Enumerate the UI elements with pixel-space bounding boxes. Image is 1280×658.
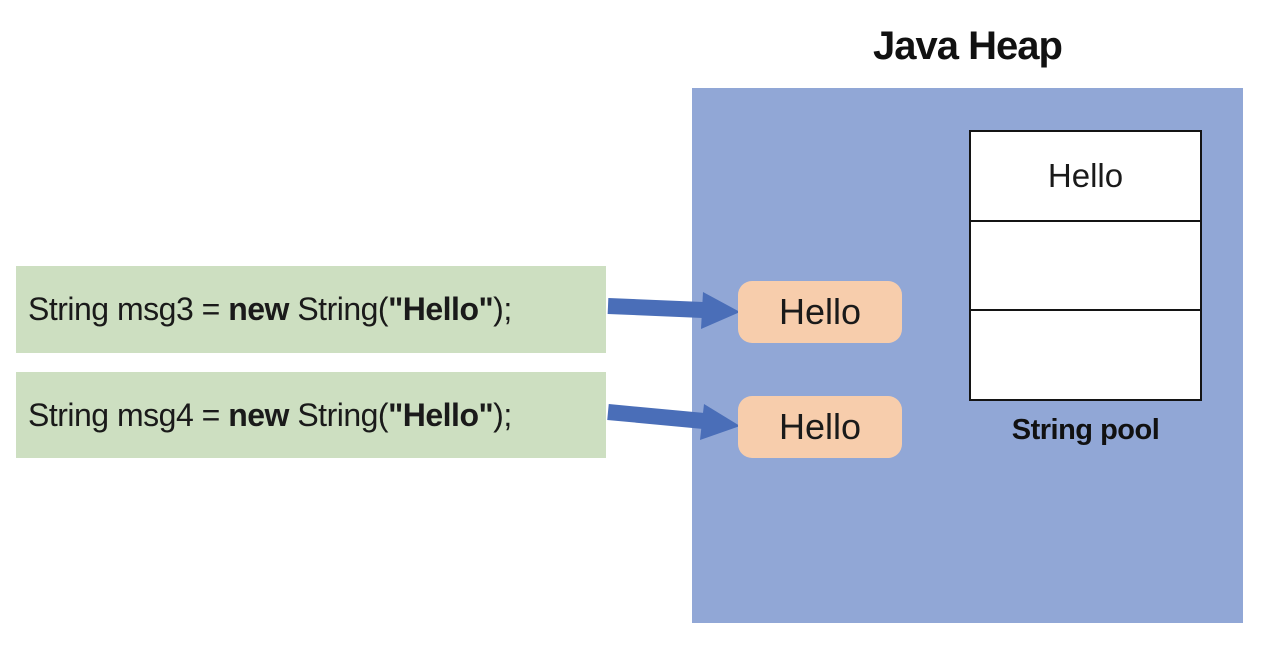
java-heap-title: Java Heap xyxy=(873,24,1063,68)
code-segment: ); xyxy=(493,291,512,327)
code-segment: ); xyxy=(493,396,512,433)
code-segment: String msg3 = xyxy=(28,291,229,327)
code-segment-string-literal: "Hello" xyxy=(388,291,494,327)
code-segment: String( xyxy=(288,291,389,327)
heap-object-value: Hello xyxy=(778,291,862,332)
code-segment: String( xyxy=(288,396,389,433)
heap-string-object-1: Hello xyxy=(738,281,902,343)
code-segment: String msg4 = xyxy=(28,396,229,433)
code-segment-string-literal: "Hello" xyxy=(388,396,494,433)
code-statement-msg3: String msg3 = new String("Hello"); xyxy=(16,266,606,353)
code-statement-msg4: String msg4 = new String("Hello"); xyxy=(16,372,606,458)
heap-string-object-2: Hello xyxy=(738,396,902,458)
arrow-shaft xyxy=(607,404,705,429)
string-pool-row-1: Hello xyxy=(971,132,1200,222)
string-pool-table: Hello xyxy=(969,130,1202,401)
code-segment-keyword-new: new xyxy=(228,396,289,433)
arrow-shaft xyxy=(607,298,704,318)
string-pool-row-3 xyxy=(971,311,1200,399)
heap-object-value: Hello xyxy=(778,406,862,447)
string-pool-row-2 xyxy=(971,222,1200,312)
string-pool-label: String pool xyxy=(1011,414,1160,446)
code-segment-keyword-new: new xyxy=(228,291,289,327)
